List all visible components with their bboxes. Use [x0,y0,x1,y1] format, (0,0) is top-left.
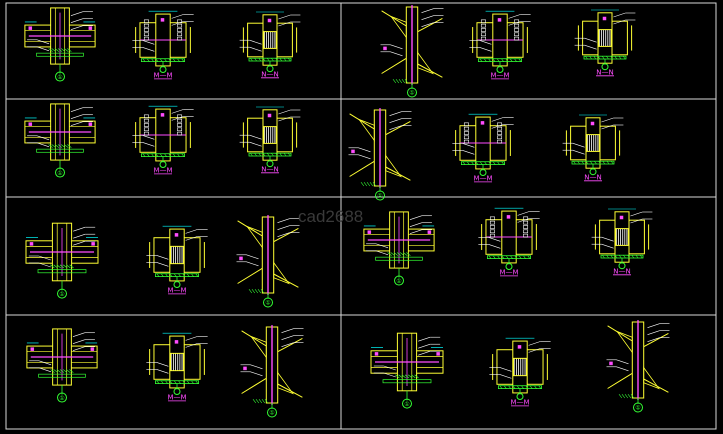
section-axis-bubble [173,388,181,396]
section-axis-bubble [516,393,524,401]
section-label: M—M [490,71,509,79]
detail-panel: ① M—M N—N [24,7,301,82]
axis-bubble-label: ① [404,401,409,408]
detail-column-elevation: ① [348,108,412,201]
detail-section: M—M [478,207,540,276]
gusset-plate [273,261,291,285]
axis-bubble [375,190,385,201]
detail-column-elevation: ① [24,7,96,82]
axis-bubble-label: ① [409,90,414,97]
gusset-plate [389,15,407,39]
axis-bubble-label: ① [57,170,62,177]
section-label: M—M [510,398,529,406]
detail-section: N—N [239,106,301,173]
detail-section: M—M [132,10,194,79]
axis-bubble-label: ① [396,278,401,285]
section-label: N—N [261,70,278,78]
section-axis-bubble [496,66,504,74]
detail-section: N—N [574,9,636,76]
detail-section: M—M [489,337,551,406]
detail-section: M—M [452,113,514,182]
gusset-plate [245,225,263,249]
axis-bubble [633,402,643,413]
detail-section: N—N [562,114,624,181]
axis-bubble-label: ① [377,193,382,200]
detail-section: ① [240,325,304,418]
detail-section: N—N [591,208,653,275]
section-axis-bubble [479,169,487,177]
axis-bubble [263,297,273,308]
gusset-plate [277,371,295,395]
axis-bubble-label: ① [59,291,64,298]
gusset-plate [385,154,403,178]
axis-bubble-label: ① [635,405,640,412]
section-axis-bubble [266,160,274,168]
section-label: M—M [153,166,172,174]
axis-bubble [394,275,404,286]
detail-section: M—M [132,105,194,174]
axis-bubble-label: ① [265,300,270,307]
section-label: M—M [473,174,492,182]
detail-section: N—N [239,11,301,78]
axis-bubble-label: ① [269,410,274,417]
section-label: N—N [584,173,601,181]
axis-bubble [57,288,67,299]
panel-frame [340,314,717,430]
section-axis-bubble [589,168,597,176]
section-axis-bubble [601,63,609,71]
detail-section: M—M [146,332,208,401]
detail-section: ① [236,215,300,308]
detail-column-elevation: ① [26,328,98,403]
section-axis-bubble [173,281,181,289]
axis-bubble [402,398,412,409]
axis-bubble [55,167,65,178]
gusset-plate [357,118,375,142]
detail-panel: ① M—M N—N [24,103,301,178]
axis-bubble-label: ① [59,395,64,402]
section-label: M—M [153,71,172,79]
detail-column-elevation: ① [370,332,444,409]
detail-panel: ① M—M ① [26,325,304,418]
detail-column-elevation: ① [24,103,96,178]
gusset-plate [615,330,633,354]
gusset-plate [417,51,435,75]
axis-bubble [57,392,67,403]
section-label: N—N [613,267,630,275]
detail-panel: ① M—M ① [25,215,300,308]
panel-grid [5,2,717,430]
detail-column-elevation: ① [363,211,435,286]
detail-section: ① [606,320,670,413]
section-axis-bubble [159,161,167,169]
detail-panel: ① M—M N—N [380,5,636,98]
detail-column-elevation: ① [25,222,99,299]
axis-bubble [407,87,417,98]
section-label: M—M [167,286,186,294]
watermark-text: cad2688 [298,207,363,226]
section-axis-bubble [159,66,167,74]
detail-section: M—M [146,225,208,294]
axis-bubble [55,71,65,82]
section-label: M—M [167,393,186,401]
detail-panel: ① M—M N—N [363,207,653,286]
axis-bubble-label: ① [57,74,62,81]
detail-column-elevation: ① [380,5,444,98]
gusset-plate [249,335,267,359]
section-label: M—M [499,268,518,276]
detail-drawings: ① M—M N—N ① M—M N—N ① M—M N—N ① M—M N—N ① M—M ① ① M—M N—N… [24,5,670,418]
section-label: N—N [596,68,613,76]
gusset-plate [643,366,661,390]
section-label: N—N [261,165,278,173]
axis-bubble [267,407,277,418]
section-axis-bubble [505,263,513,271]
detail-panel: ① M—M ① [370,320,670,413]
section-axis-bubble [618,262,626,270]
detail-section: M—M [469,10,531,79]
detail-panel: ① M—M N—N [348,108,624,201]
section-axis-bubble [266,65,274,73]
